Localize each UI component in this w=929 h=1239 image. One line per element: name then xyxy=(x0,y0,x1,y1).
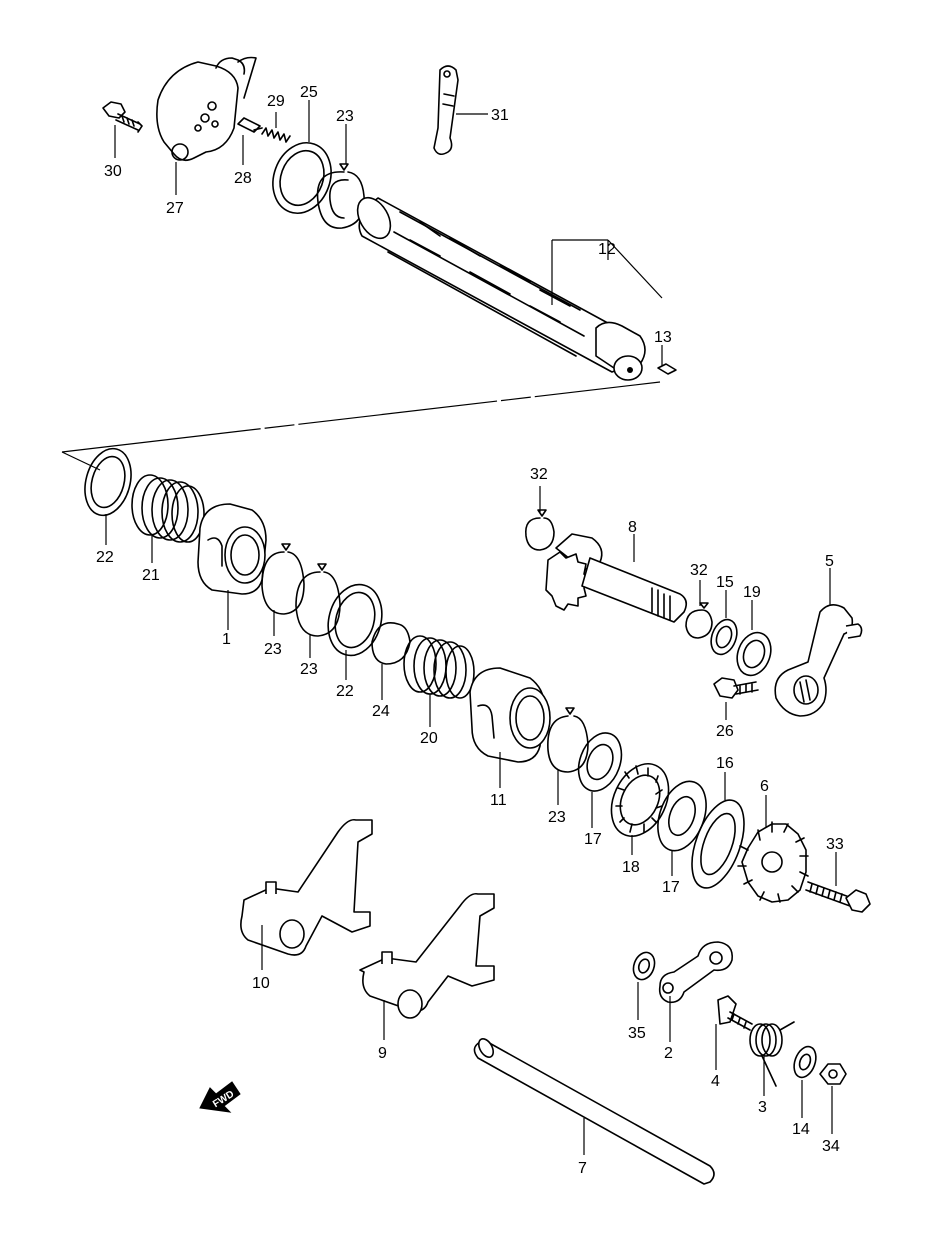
part-23-circlip-a xyxy=(261,543,305,615)
label-part-2: 2 xyxy=(664,1045,673,1062)
part-1-sleeve xyxy=(197,503,267,595)
part-12-gearshift-cam xyxy=(356,196,646,381)
part-labels: 30 27 28 29 25 23 31 12 13 22 21 1 23 23… xyxy=(96,84,844,1177)
label-part-7: 7 xyxy=(578,1160,587,1177)
label-part-24: 24 xyxy=(372,703,390,720)
label-part-10: 10 xyxy=(252,975,270,992)
label-part-20: 20 xyxy=(420,730,438,747)
part-6-cam-gear xyxy=(737,821,809,903)
label-part-4: 4 xyxy=(711,1073,720,1090)
label-part-32-lower: 32 xyxy=(690,562,708,579)
label-part-15: 15 xyxy=(716,574,734,591)
part-22-washer-left xyxy=(84,447,132,517)
label-part-19: 19 xyxy=(743,584,761,601)
label-part-22-middle: 22 xyxy=(336,683,354,700)
label-part-18: 18 xyxy=(622,859,640,876)
part-17-washer-upper xyxy=(577,732,623,792)
label-part-5: 5 xyxy=(825,553,834,570)
part-7-fork-shaft xyxy=(473,1038,715,1185)
label-part-29: 29 xyxy=(267,93,285,110)
part-30-bolt xyxy=(102,101,143,133)
part-3-spring xyxy=(749,1021,795,1087)
label-part-11: 11 xyxy=(490,792,507,809)
label-part-3: 3 xyxy=(758,1099,767,1116)
part-10-gearshift-fork xyxy=(240,818,373,956)
label-part-28: 28 xyxy=(234,170,252,187)
label-part-23-top: 23 xyxy=(336,108,354,125)
label-part-13: 13 xyxy=(654,329,672,346)
part-32-circlip-lower xyxy=(685,602,713,639)
label-part-21: 21 xyxy=(142,567,160,584)
label-part-22-left: 22 xyxy=(96,549,114,566)
part-15-washer xyxy=(710,618,738,656)
part-32-circlip-upper xyxy=(524,509,555,551)
part-31-stopper-plate xyxy=(433,65,459,156)
label-part-12: 12 xyxy=(598,241,616,258)
label-part-31: 31 xyxy=(491,107,509,124)
part-26-bolt xyxy=(713,677,759,699)
part-29-spring xyxy=(261,127,291,143)
part-25-washer xyxy=(272,142,332,214)
part-23-circlip-b xyxy=(295,563,341,637)
part-4-bolt xyxy=(717,995,753,1031)
label-part-32-upper: 32 xyxy=(530,466,548,483)
label-part-27: 27 xyxy=(166,200,184,217)
part-2-plate xyxy=(658,941,734,1004)
part-21-spring xyxy=(131,474,205,543)
label-part-23-lower: 23 xyxy=(548,809,566,826)
label-part-35: 35 xyxy=(628,1025,646,1042)
label-part-9: 9 xyxy=(378,1045,387,1062)
part-20-spring xyxy=(403,635,475,699)
label-part-34: 34 xyxy=(822,1138,840,1155)
part-22-washer-middle xyxy=(327,583,383,657)
part-16-washer xyxy=(691,799,745,889)
label-part-17-lower: 17 xyxy=(662,879,680,896)
part-11-sleeve xyxy=(469,667,551,763)
part-18-bearing xyxy=(610,763,670,837)
part-9-gearshift-fork xyxy=(359,892,495,1019)
label-part-25: 25 xyxy=(300,84,318,101)
part-19-oil-seal xyxy=(736,631,772,677)
part-5-gearshift-arm xyxy=(774,604,863,717)
label-part-23-a: 23 xyxy=(264,641,282,658)
part-8-gearshift-shaft xyxy=(545,533,688,623)
part-23-circlip-top xyxy=(316,163,365,229)
part-27-switch-housing xyxy=(156,56,257,162)
part-14-washer xyxy=(793,1045,817,1079)
label-part-17-upper: 17 xyxy=(584,831,602,848)
label-part-14: 14 xyxy=(792,1121,810,1138)
label-part-6: 6 xyxy=(760,778,769,795)
label-part-23-b: 23 xyxy=(300,661,318,678)
part-24-ring xyxy=(371,622,411,665)
label-part-30: 30 xyxy=(104,163,122,180)
forward-direction-arrow-icon: FWD xyxy=(199,1081,241,1113)
part-34-nut xyxy=(819,1063,847,1085)
label-part-1: 1 xyxy=(222,631,231,648)
label-part-33: 33 xyxy=(826,836,844,853)
part-35-washer xyxy=(632,951,656,981)
label-part-26: 26 xyxy=(716,723,734,740)
part-28-pin xyxy=(237,117,263,133)
label-part-16: 16 xyxy=(716,755,734,772)
part-13-pin xyxy=(657,363,677,375)
part-23-circlip-lower xyxy=(547,707,589,773)
label-part-8: 8 xyxy=(628,519,637,536)
part-33-bolt xyxy=(805,881,871,913)
